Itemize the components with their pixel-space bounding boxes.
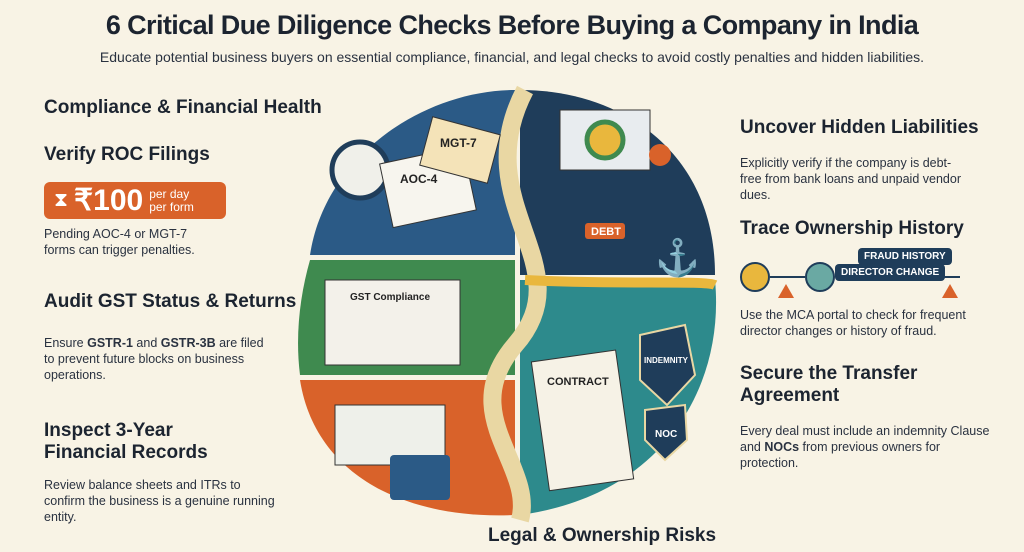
contract-icon — [530, 349, 635, 492]
timeline-line — [770, 276, 805, 278]
divider-accent — [524, 275, 718, 290]
mgt-label: MGT-7 — [440, 136, 477, 150]
warning-icon — [942, 284, 958, 298]
director-avatar-icon — [805, 262, 835, 292]
gst-heading: Audit GST Status & Returns — [44, 291, 297, 312]
liabilities-heading: Uncover Hidden Liabilities — [740, 117, 979, 138]
aoc-label: AOC-4 — [400, 172, 438, 186]
timeline-line — [940, 276, 960, 278]
roc-heading: Verify ROC Filings — [44, 144, 210, 165]
gst-screen-icon — [324, 279, 461, 366]
ownership-heading: Trace Ownership History — [740, 218, 964, 239]
penalty-amount: ₹100 — [74, 184, 144, 217]
gstr1-label: GSTR-1 — [87, 336, 133, 350]
section-compliance-heading: Compliance & Financial Health — [44, 97, 322, 118]
anchor-icon: ⚓ — [655, 237, 700, 278]
page-title: 6 Critical Due Diligence Checks Before B… — [105, 10, 919, 40]
gst-text-post: are filed to prevent future blocks on bu… — [44, 336, 264, 382]
calculator-icon — [390, 455, 450, 500]
divider-curve — [483, 85, 547, 523]
owner-avatar-icon — [740, 262, 770, 292]
financial-text: Review balance sheets and ITRs to confir… — [44, 478, 275, 524]
gst-screen-label: GST Compliance — [350, 292, 430, 303]
central-illustration: AOC-4 MGT-7 DEBT ⚓ GST Compliance CONTRA… — [298, 85, 718, 523]
transfer-text-post: from previous owners for protection. — [740, 440, 941, 470]
warning-icon — [778, 284, 794, 298]
ownership-timeline: DIRECTOR CHANGE — [740, 262, 1010, 302]
noc-label: NOC — [655, 429, 677, 440]
gst-text-mid: and — [132, 336, 161, 350]
debt-tag: DEBT — [591, 226, 621, 238]
roc-text: Pending AOC-4 or MGT-7 forms can trigger… — [44, 227, 195, 257]
financial-heading: Inspect 3-Year Financial Records — [44, 420, 208, 463]
hourglass-icon: ⧗ — [54, 189, 69, 211]
fraud-history-pill: FRAUD HISTORY — [858, 248, 952, 265]
unit-per-day: per day — [149, 186, 190, 201]
indemnity-shield-icon — [639, 323, 697, 407]
gst-text-pre: Ensure — [44, 336, 88, 350]
director-change-pill: DIRECTOR CHANGE — [835, 264, 946, 281]
transfer-heading: Secure the Transfer Agreement — [740, 363, 918, 406]
noc-shield-icon — [644, 403, 689, 462]
debt-tag-shape — [585, 223, 625, 239]
gstr3b-label: GSTR-3B — [160, 336, 216, 350]
indemnity-label: INDEMNITY — [644, 356, 689, 365]
ownership-text: Use the MCA portal to check for frequent… — [740, 308, 966, 338]
gst-text: Ensure GSTR-1 and GSTR-3B are filed to p… — [44, 335, 269, 383]
liabilities-text: Explicitly verify if the company is debt… — [740, 156, 961, 202]
nocs-label: NOCs — [764, 440, 800, 454]
section-legal-heading: Legal & Ownership Risks — [488, 525, 717, 546]
page-subtitle: Educate potential business buyers on ess… — [99, 49, 925, 65]
close-icon — [649, 144, 671, 166]
unit-per-form: per form — [149, 199, 194, 214]
mgt-form-icon — [419, 116, 501, 184]
contract-label: CONTRACT — [547, 376, 609, 388]
logo-icon — [584, 119, 626, 161]
transfer-text: Every deal must include an indemnity Cla… — [740, 423, 990, 471]
stopwatch-icon — [329, 139, 391, 201]
transfer-text-pre: Every deal must include an indemnity Cla… — [740, 424, 990, 454]
